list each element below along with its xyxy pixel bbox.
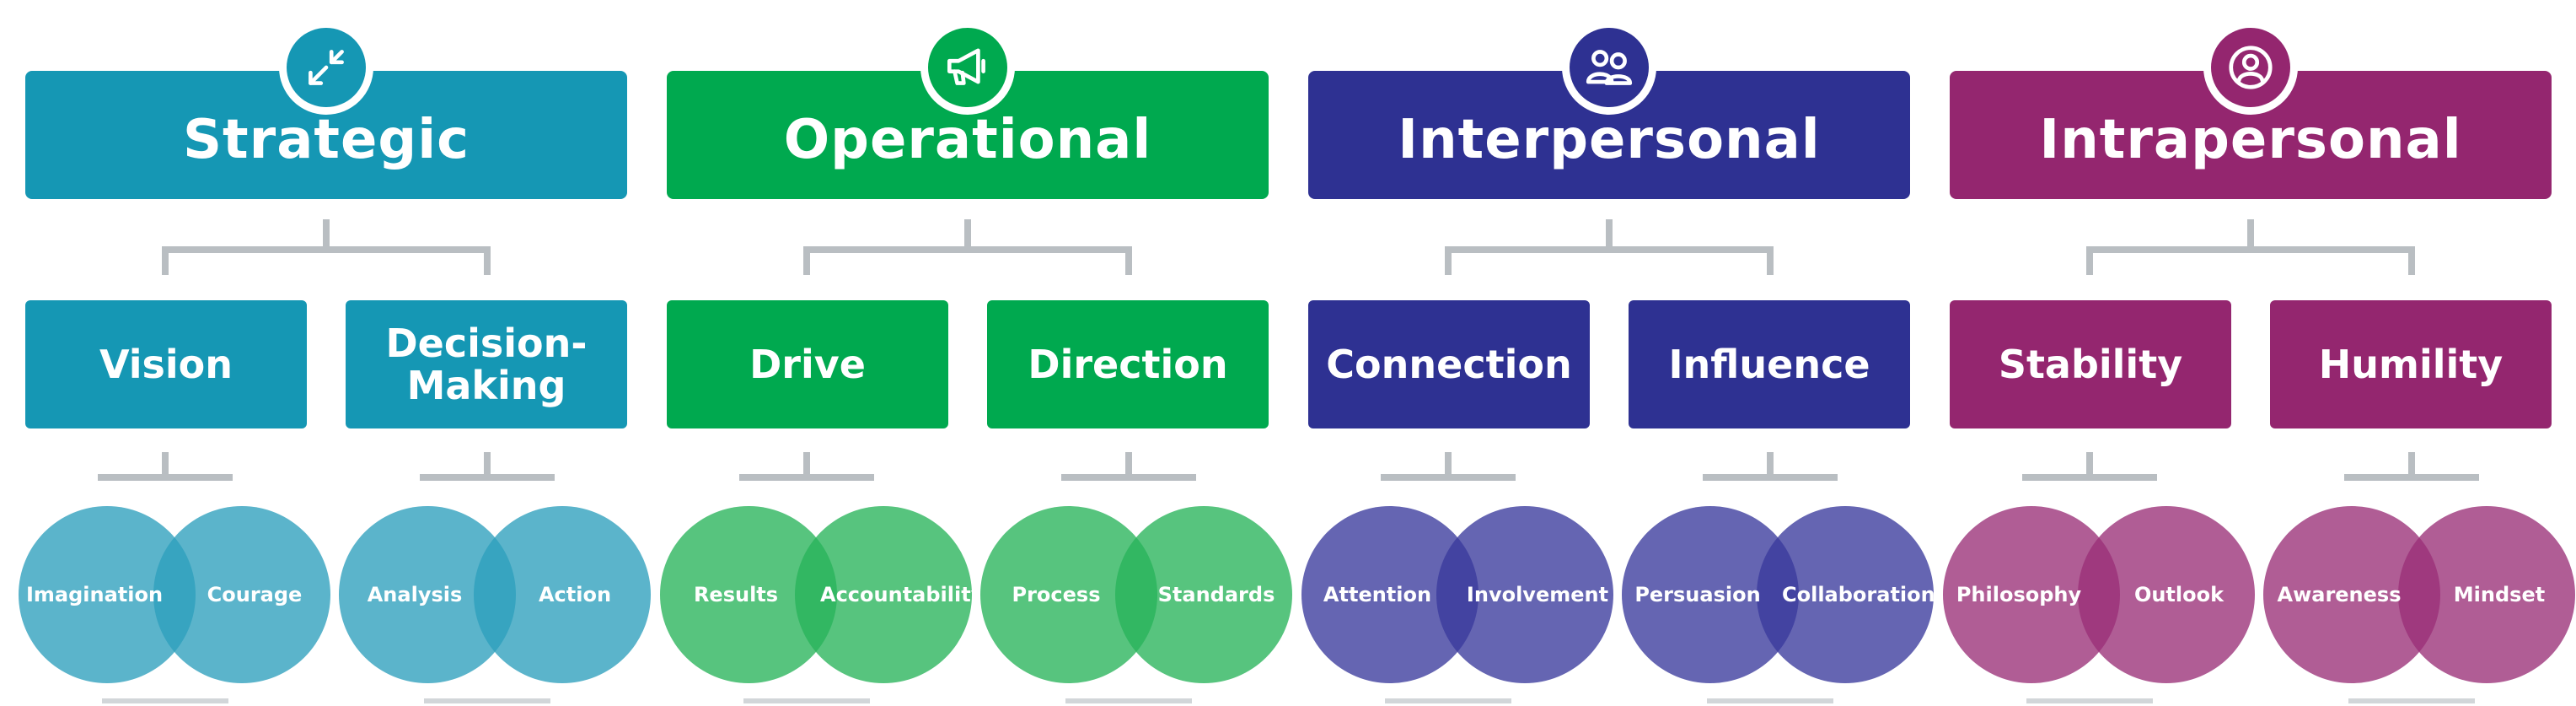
arrows-converge-icon (309, 50, 344, 85)
subcategory-label: Influence (1668, 342, 1870, 387)
megaphone-icon (947, 48, 985, 85)
venn-circle (474, 506, 651, 683)
venn-circle (795, 506, 972, 683)
subcategory-label: Connection (1326, 342, 1572, 387)
category-badge (1562, 20, 1656, 115)
category-box: Strategic (25, 71, 627, 199)
subcategory-label: Direction (1028, 342, 1228, 387)
category-badge (920, 20, 1015, 115)
venn-label: Philosophy (1956, 583, 2082, 606)
venn-label: Outlook (2133, 583, 2224, 606)
venn-label: Collaboration (1782, 583, 1935, 606)
venn-diagram: Philosophy Outlook (1943, 506, 2263, 683)
venn-diagram: Awareness Mindset (2263, 506, 2576, 683)
venn-diagram: Process Standards (980, 506, 1301, 683)
venn-label: Attention (1323, 583, 1432, 606)
subcategory-label: Stability (1998, 342, 2183, 387)
venn-label: Process (1012, 583, 1101, 606)
venn-label: Involvement (1466, 583, 1609, 606)
venn-diagram: Attention Involvement (1301, 506, 1622, 683)
subcategory-box: Stability (1950, 300, 2231, 428)
subcategory-box: Influence (1629, 300, 1910, 428)
venn-label: Persuasion (1634, 583, 1761, 606)
subcategory-box: Connection (1308, 300, 1590, 428)
divider-line (1385, 698, 1511, 703)
category-badge (279, 20, 373, 115)
divider-line (2348, 698, 2475, 703)
subcategory-box: Humility (2270, 300, 2552, 428)
divider-line (2026, 698, 2153, 703)
venn-circle (2078, 506, 2255, 683)
subcategory-label: Humility (2318, 342, 2504, 387)
people-icon (1586, 50, 1633, 85)
divider-line (1065, 698, 1192, 703)
category-badge (2203, 20, 2298, 115)
venn-circle (1115, 506, 1292, 683)
venn-circle (1436, 506, 1613, 683)
venn-diagram: Analysis Action (339, 506, 659, 683)
divider-line (102, 698, 228, 703)
subcategory-box: Decision- Making (346, 300, 627, 428)
venn-label: Awareness (2277, 583, 2402, 606)
venn-label: Action (538, 583, 612, 606)
subcategory-box: Vision (25, 300, 307, 428)
category-title: Operational (783, 109, 1152, 171)
venn-label: Imagination (25, 583, 164, 606)
subcategory-label: Decision- Making (385, 321, 588, 408)
subcategory-box: Drive (667, 300, 948, 428)
venn-circle (1757, 506, 1934, 683)
divider-line (424, 698, 550, 703)
venn-diagram: Persuasion Collaboration (1622, 506, 1942, 683)
venn-label: Courage (207, 583, 303, 606)
subcategory-label: Drive (749, 342, 866, 387)
divider-line (1707, 698, 1833, 703)
venn-label: Results (693, 583, 779, 606)
category-box: Interpersonal (1308, 71, 1910, 199)
venn-diagram: Results Accountability (660, 506, 985, 683)
divider-line (743, 698, 870, 703)
subcategory-box: Direction (987, 300, 1269, 428)
venn-label: Mindset (2453, 583, 2546, 606)
venn-circle (2398, 506, 2575, 683)
venn-label: Accountability (820, 583, 985, 606)
venn-diagram: Imagination Courage (19, 506, 339, 683)
category-title: Strategic (182, 109, 470, 171)
venn-label: Standards (1157, 583, 1275, 606)
subcategory-label: Vision (99, 342, 233, 387)
venn-label: Analysis (367, 583, 463, 606)
person-icon (2229, 46, 2273, 89)
venn-circle (153, 506, 330, 683)
category-title: Intrapersonal (2039, 109, 2462, 171)
category-title: Interpersonal (1398, 109, 1821, 171)
